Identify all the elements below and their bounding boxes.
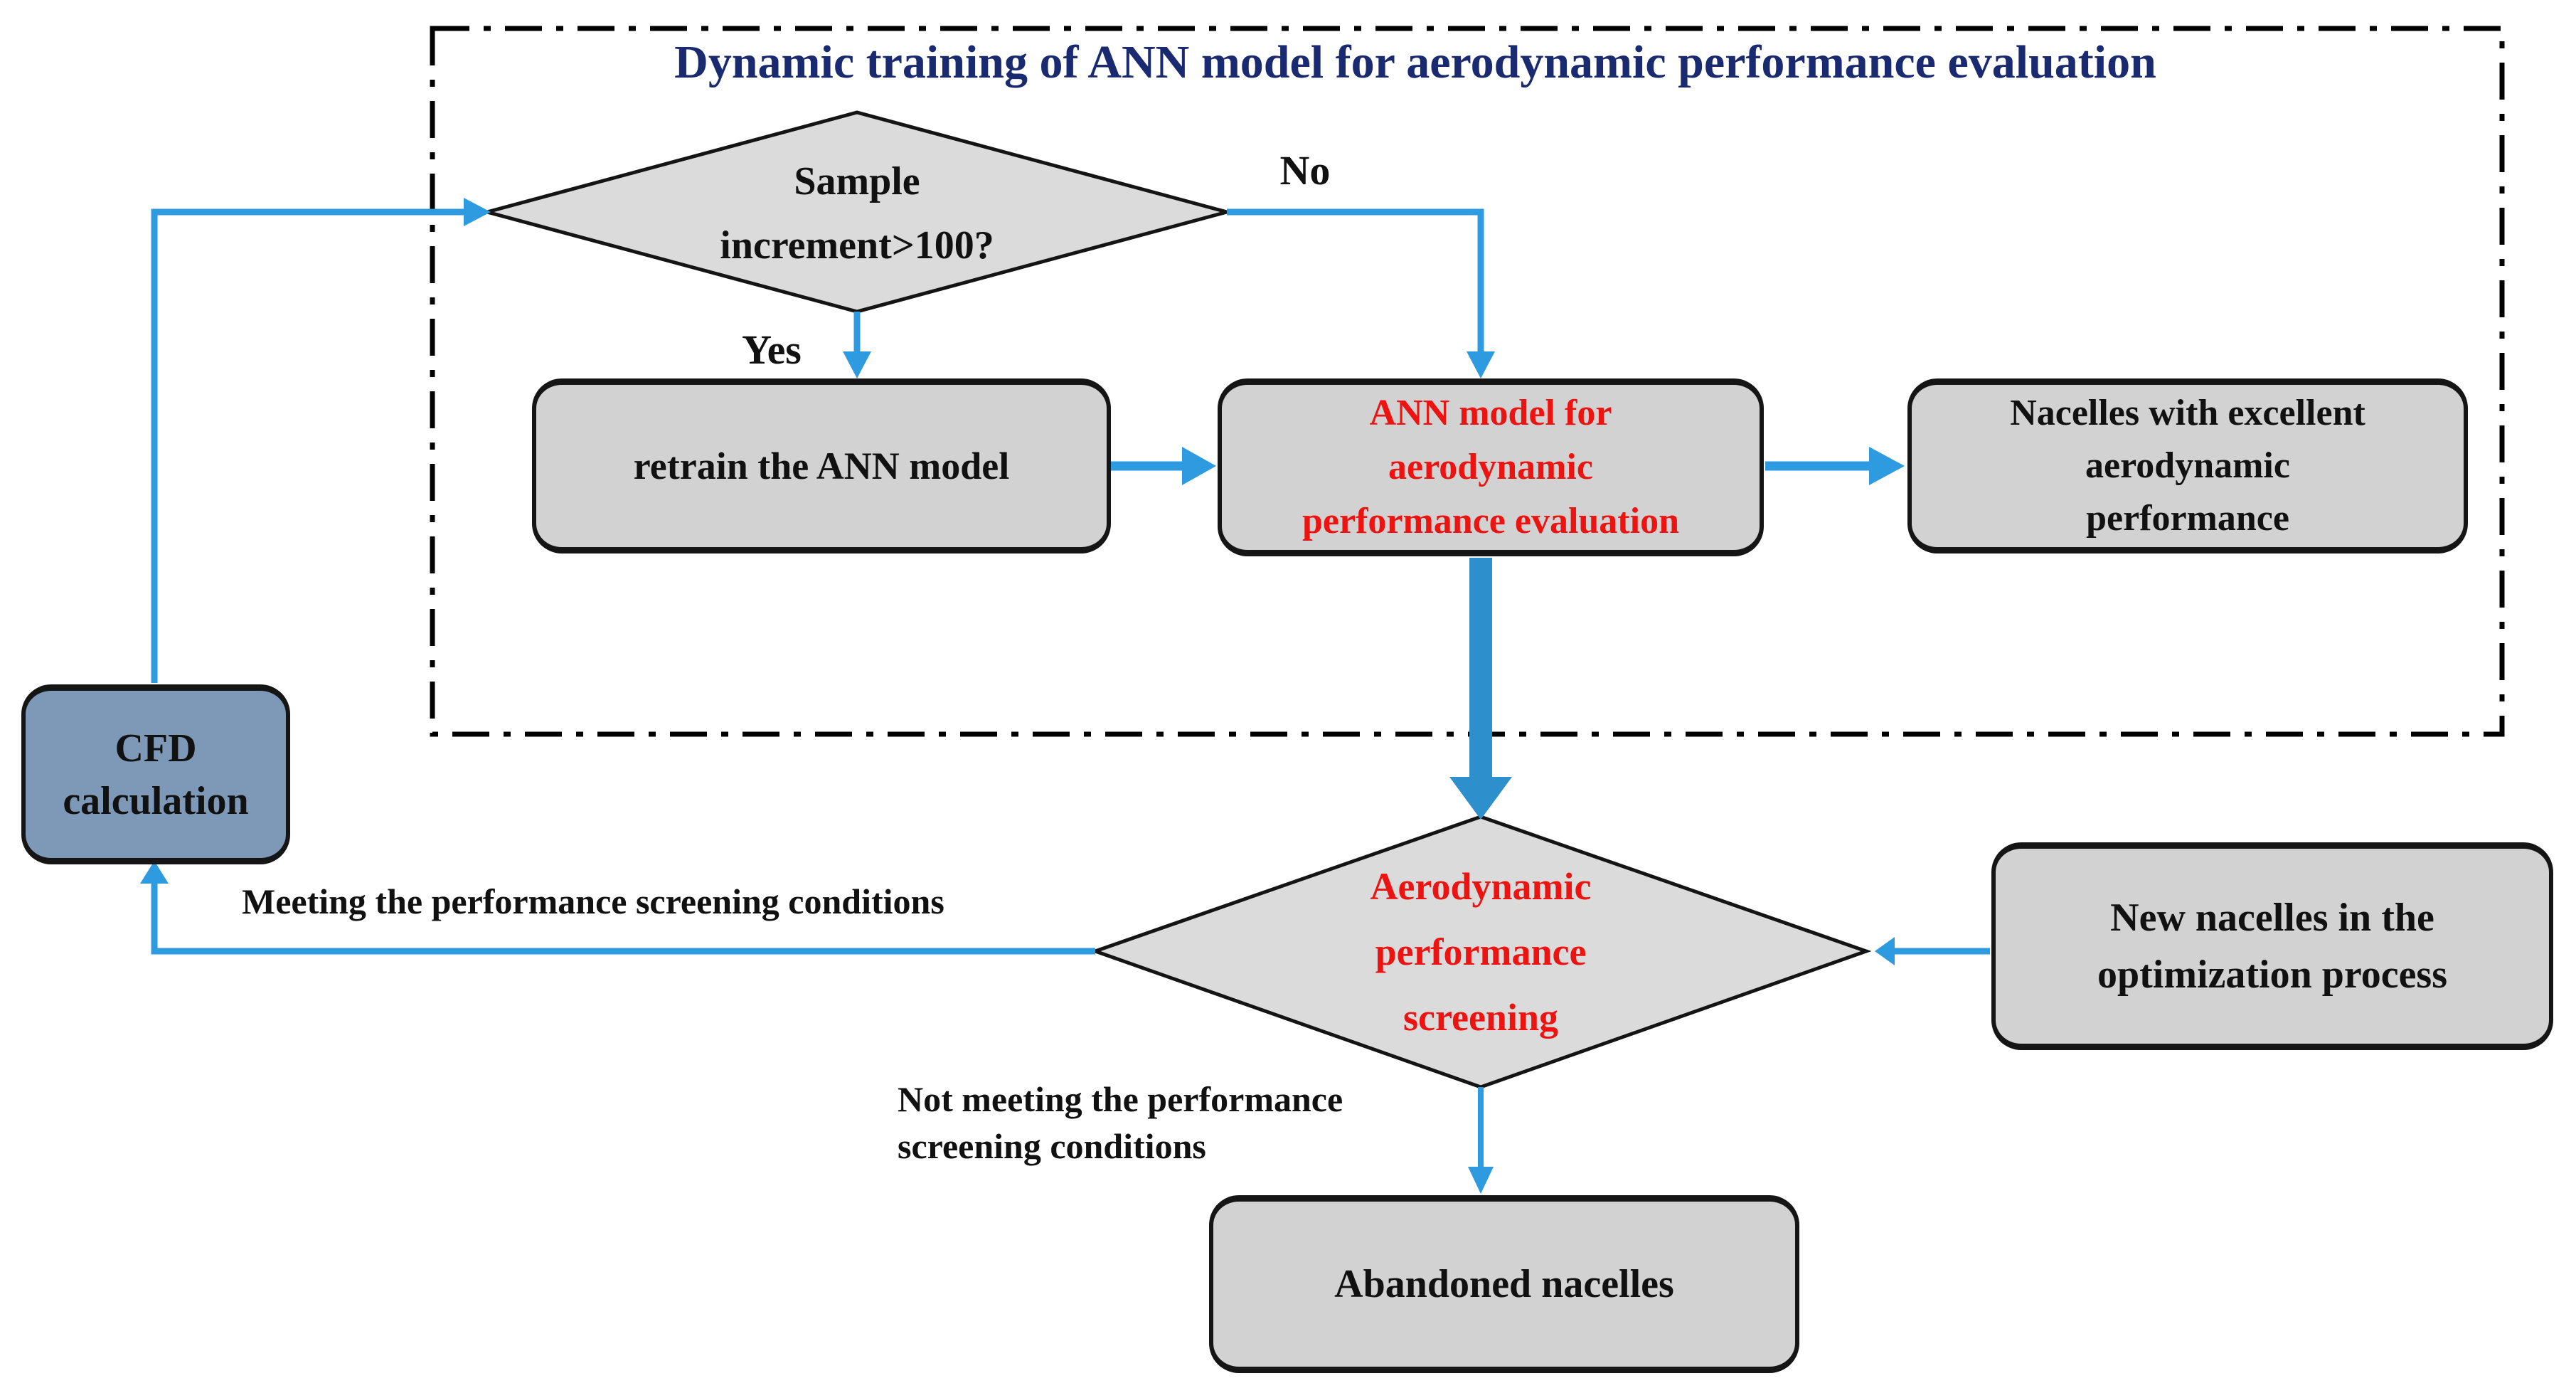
- cfd-to-sample-decision-connector: [151, 208, 471, 683]
- screening-line2: performance: [1375, 930, 1587, 973]
- sample-decision-line1: Sample: [794, 159, 920, 203]
- nacelles-line2: aerodynamic: [2085, 445, 2290, 486]
- arrowhead-into-retrain-box: [843, 351, 871, 378]
- not-meeting-line2: screening conditions: [898, 1126, 1206, 1166]
- arrowhead-retrain-to-ann: [1182, 447, 1216, 485]
- new-nacelles-line2: optimization process: [2097, 953, 2448, 997]
- arrowhead-into-cfd-box: [140, 861, 169, 884]
- retrain-label: retrain the ANN model: [633, 445, 1010, 487]
- arrowhead-into-abandoned-box: [1468, 1167, 1494, 1194]
- ann-to-screening-thick-arrowhead: [1449, 777, 1512, 820]
- nacelles-line1: Nacelles with excellent: [2010, 393, 2365, 433]
- dashed-region-title: Dynamic training of ANN model for aerody…: [674, 36, 2156, 88]
- ann-to-screening-thick-shaft: [1469, 558, 1492, 780]
- not-meeting-line1: Not meeting the performance: [898, 1079, 1343, 1119]
- sample-increment-decision-label: Sample increment>100?: [594, 142, 1120, 285]
- ann-model-line2: aerodynamic: [1388, 447, 1593, 487]
- screening-to-cfd-connector: [151, 879, 1095, 955]
- ann-model-line3: performance evaluation: [1302, 501, 1679, 541]
- arrowhead-into-ann-box: [1467, 351, 1495, 378]
- new-nacelles-optimization-box: New nacelles in the optimization process: [1991, 842, 2553, 1050]
- arrowhead-ann-to-nacelles: [1869, 447, 1905, 485]
- new-nacelles-line1: New nacelles in the: [2110, 896, 2434, 940]
- aerodynamic-screening-decision-diamond: [1090, 815, 1872, 1089]
- nacelles-excellent-performance-box: Nacelles with excellent aerodynamic perf…: [1907, 378, 2468, 553]
- yes-branch-label: Yes: [742, 327, 802, 373]
- abandoned-nacelles-box: Abandoned nacelles: [1209, 1195, 1799, 1373]
- cfd-line2: calculation: [63, 778, 249, 823]
- no-branch-connector: [1227, 208, 1484, 364]
- retrain-ann-model-box: retrain the ANN model: [532, 378, 1111, 553]
- no-branch-label: No: [1279, 147, 1331, 194]
- aerodynamic-screening-decision-label: Aerodynamic performance screening: [1232, 847, 1730, 1056]
- arrowhead-into-screening-diamond: [1875, 937, 1895, 965]
- screening-line3: screening: [1403, 995, 1558, 1039]
- screening-line1: Aerodynamic: [1370, 864, 1592, 908]
- nacelles-line3: performance: [2086, 498, 2289, 539]
- dynamic-training-dashed-border: [430, 26, 2505, 737]
- sample-decision-line2: increment>100?: [720, 223, 994, 267]
- cfd-calculation-box: CFD calculation: [21, 684, 290, 864]
- meeting-conditions-label: Meeting the performance screening condit…: [242, 881, 944, 921]
- arrowhead-into-sample-diamond: [464, 198, 491, 226]
- not-meeting-conditions-label: Not meeting the performance screening co…: [898, 1076, 1343, 1170]
- ann-model-line1: ANN model for: [1369, 393, 1612, 433]
- ann-model-evaluation-box: ANN model for aerodynamic performance ev…: [1218, 378, 1764, 556]
- abandoned-label: Abandoned nacelles: [1334, 1262, 1674, 1306]
- cfd-line1: CFD: [115, 726, 197, 770]
